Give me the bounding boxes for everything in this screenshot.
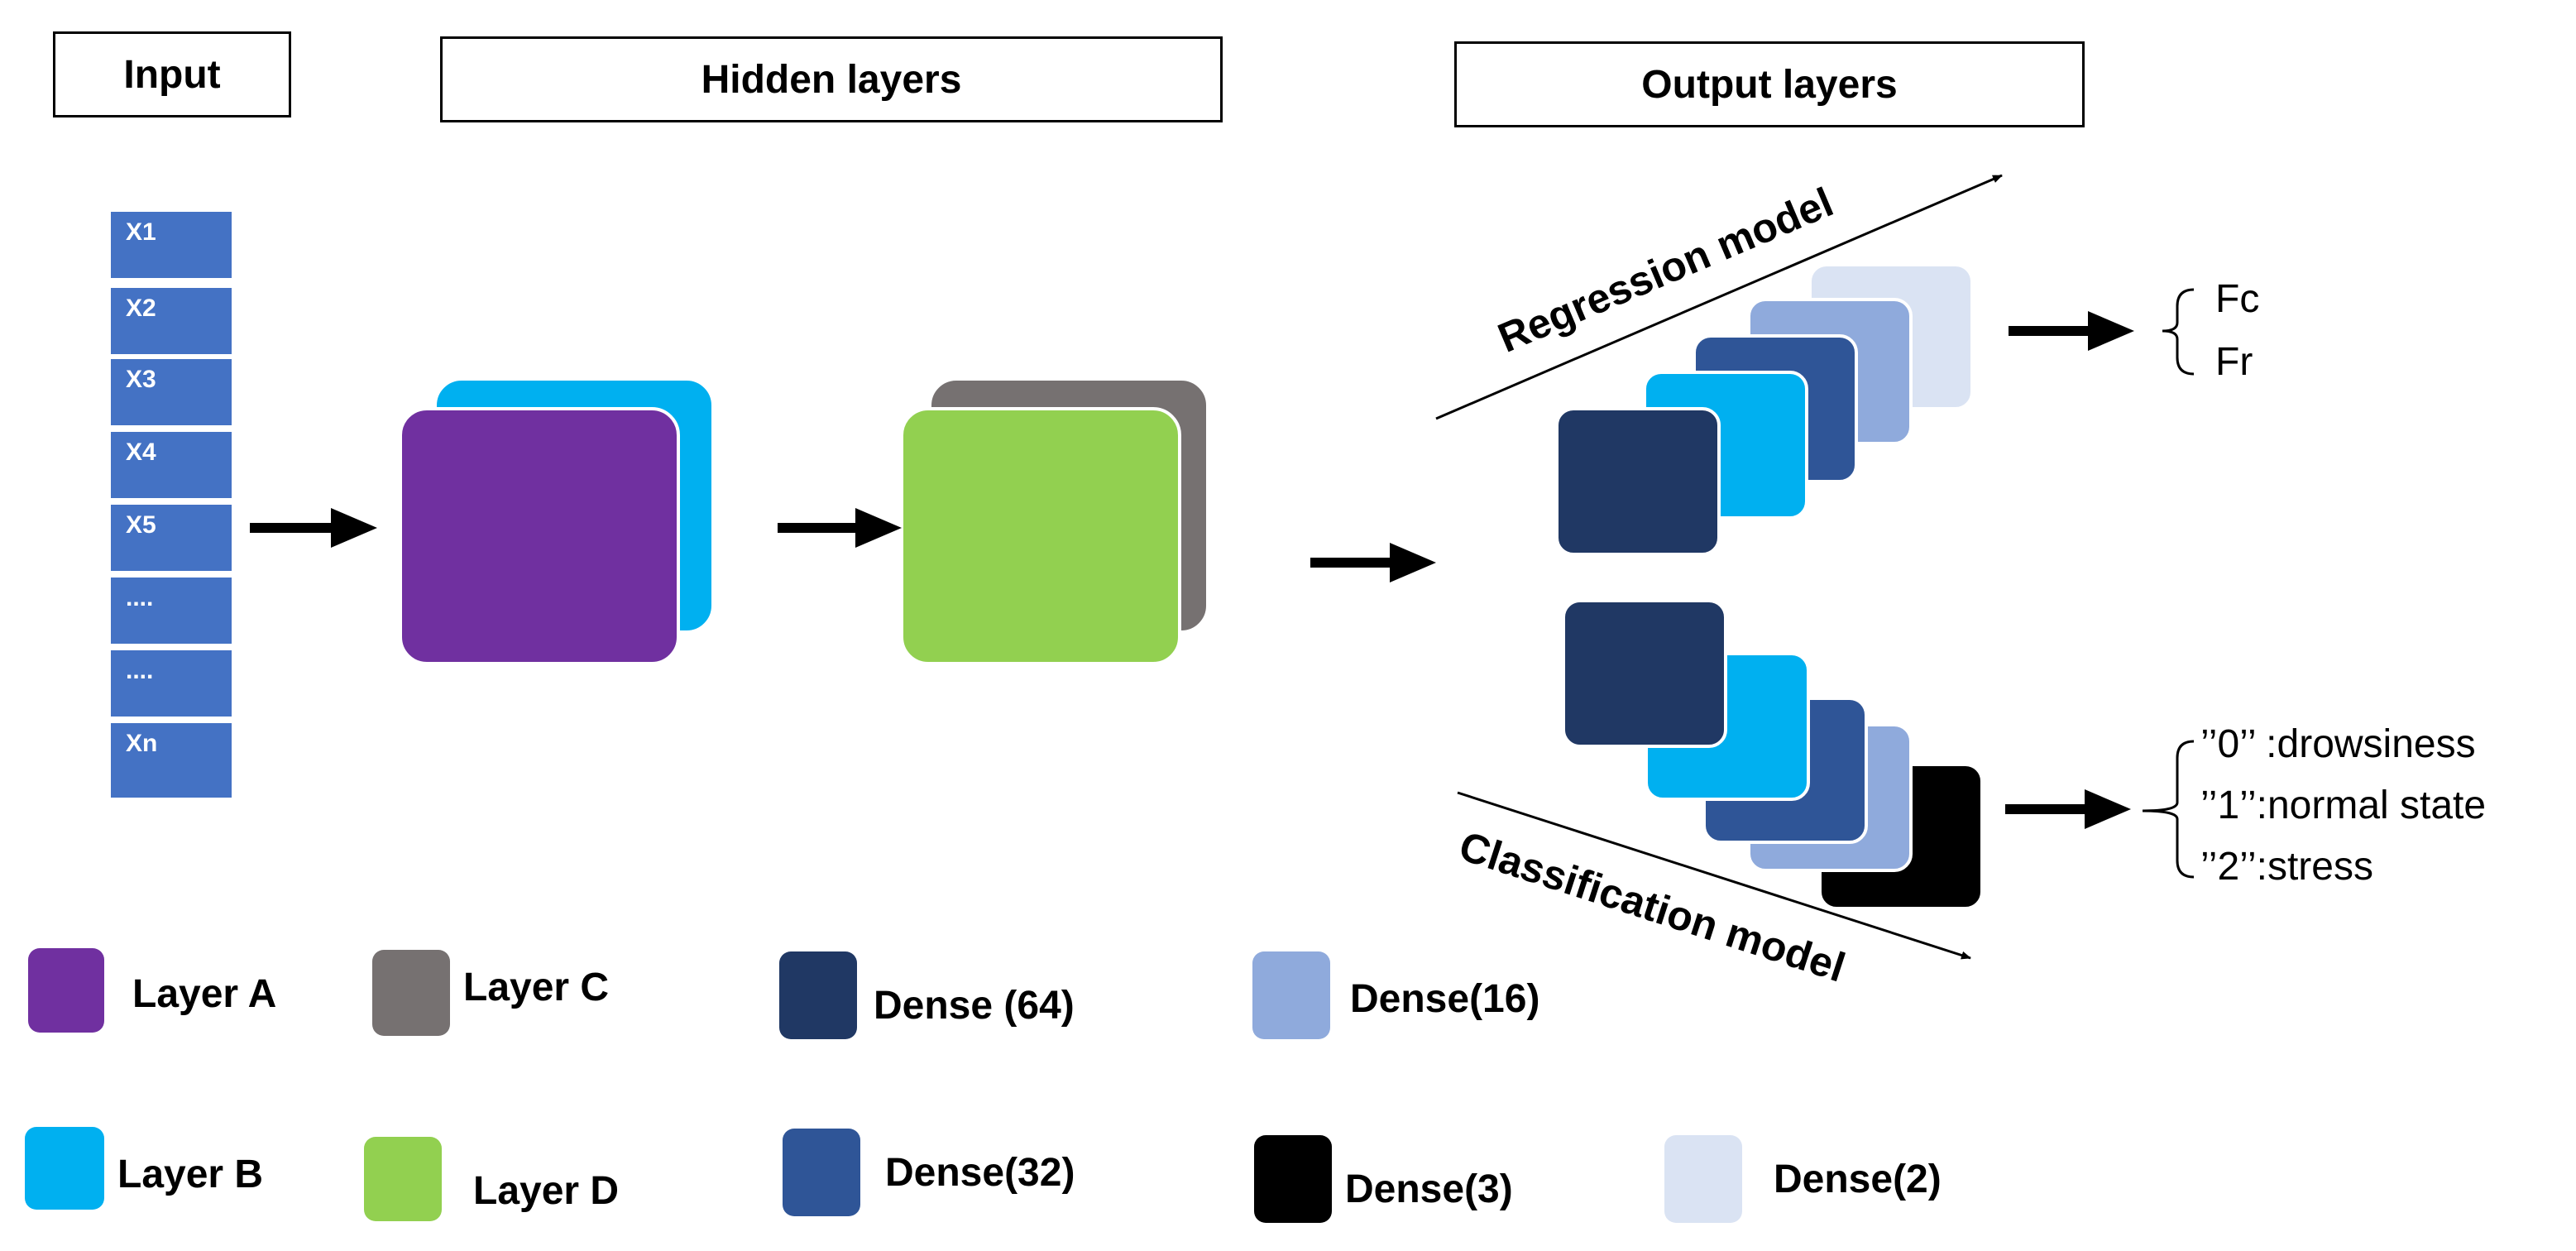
- input-cell: X3: [109, 357, 233, 427]
- hidden-internal-arrow: [778, 508, 902, 548]
- classification-model-label: Classification model: [1453, 822, 1851, 991]
- classification-output-normal: ’’1’’:normal state: [2200, 784, 2487, 827]
- legend-layer-a-label: Layer A: [132, 972, 277, 1016]
- classification-output-stress: ’’2’’:stress: [2200, 845, 2373, 889]
- legend-dense16-label: Dense(16): [1350, 977, 1540, 1021]
- legend-dense64-label: Dense (64): [874, 984, 1075, 1028]
- regression-output-arrow: [2009, 311, 2134, 351]
- input-to-hidden-arrow: [250, 508, 377, 548]
- regression-output-fc: Fc: [2215, 277, 2260, 321]
- input-cell: X1: [109, 210, 233, 280]
- legend-layer-c-swatch: [372, 950, 450, 1036]
- input-cell: X5: [109, 503, 233, 573]
- hidden-to-output-arrow: [1310, 543, 1436, 582]
- classification-output-arrow: [2005, 789, 2131, 829]
- regression-model-label: Regression model: [1491, 179, 1840, 362]
- input-header-label: Input: [123, 52, 221, 97]
- legend-layer-d-label: Layer D: [473, 1169, 620, 1213]
- classification-brace: [2142, 740, 2195, 879]
- legend-layer-b-label: Layer B: [117, 1153, 264, 1196]
- input-cell: X4: [109, 430, 233, 500]
- input-cell: ....: [109, 649, 233, 718]
- legend-dense2-swatch: [1664, 1135, 1742, 1223]
- layer-d-block: [900, 407, 1181, 665]
- layer-a-block: [399, 407, 680, 665]
- legend-dense3-swatch: [1254, 1135, 1332, 1223]
- legend-dense64-swatch: [779, 951, 857, 1039]
- legend-dense32-swatch: [783, 1129, 860, 1216]
- input-cell: X2: [109, 286, 233, 356]
- regression-dense64-block: [1555, 407, 1721, 556]
- legend-layer-d-swatch: [364, 1137, 442, 1221]
- legend-dense3-label: Dense(3): [1345, 1167, 1513, 1211]
- legend-dense16-swatch: [1252, 951, 1330, 1039]
- legend-dense32-label: Dense(32): [885, 1151, 1075, 1195]
- output-layers-header: Output layers: [1454, 41, 2085, 127]
- input-cell: ....: [109, 576, 233, 645]
- regression-output-fr: Fr: [2215, 340, 2253, 384]
- hidden-layers-header-label: Hidden layers: [701, 57, 962, 102]
- regression-brace: [2162, 288, 2195, 376]
- classification-dense64-block: [1562, 599, 1727, 748]
- input-cell: Xn: [109, 721, 233, 799]
- legend-dense2-label: Dense(2): [1774, 1158, 1942, 1201]
- legend-layer-a-swatch: [28, 948, 104, 1033]
- regression-model-line: [1435, 174, 2003, 420]
- output-layers-header-label: Output layers: [1641, 62, 1898, 107]
- legend-layer-b-swatch: [25, 1127, 104, 1210]
- classification-model-line: [1457, 791, 1971, 960]
- input-header: Input: [53, 31, 291, 117]
- legend-layer-c-label: Layer C: [463, 966, 610, 1009]
- classification-output-drowsiness: ’’0’’ :drowsiness: [2200, 722, 2476, 766]
- hidden-layers-header: Hidden layers: [440, 36, 1223, 122]
